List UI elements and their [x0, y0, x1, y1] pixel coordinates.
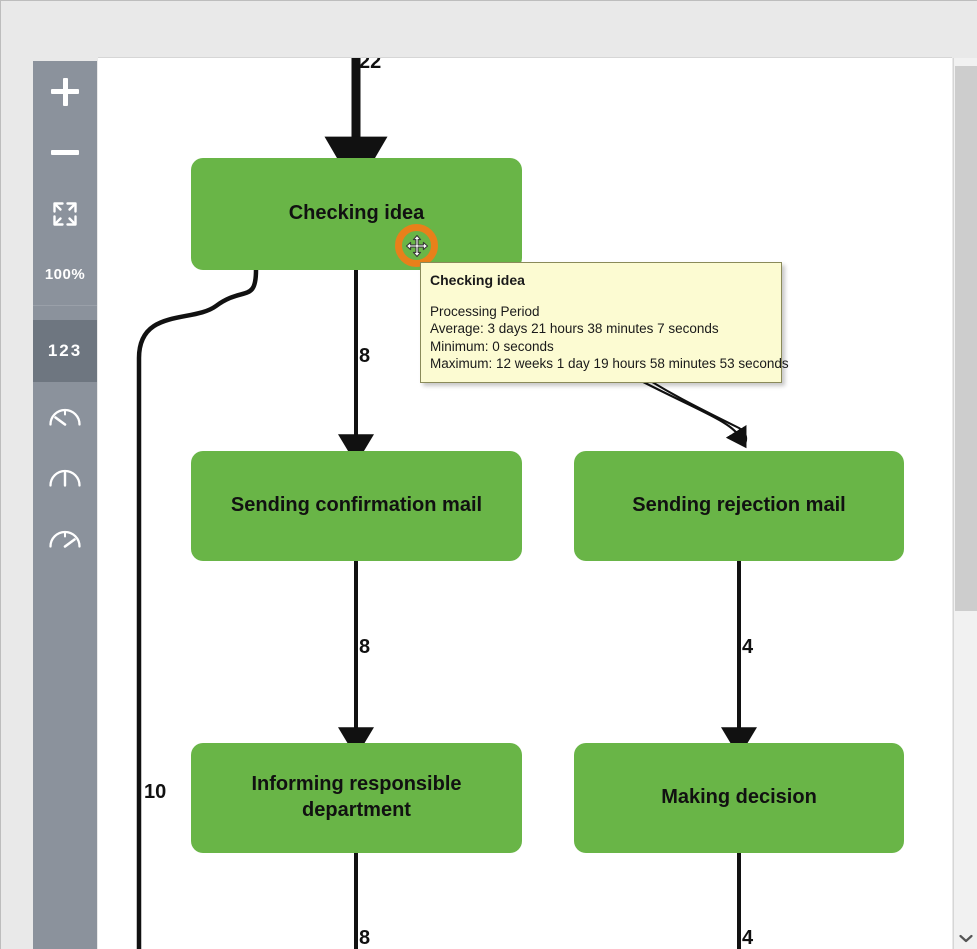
scroll-down-button[interactable] — [954, 926, 977, 949]
expand-icon — [53, 201, 77, 226]
zoom-out-button[interactable] — [33, 122, 97, 183]
node-sending-rejection-mail[interactable]: Sending rejection mail — [574, 451, 904, 561]
edge-label-confirmation-to-informing: 8 — [359, 636, 371, 658]
gauge-mid-icon — [49, 469, 81, 487]
node-making-decision[interactable]: Making decision — [574, 743, 904, 853]
node-sending-confirmation-mail[interactable]: Sending confirmation mail — [191, 451, 522, 561]
node-label: Sending confirmation mail — [230, 494, 483, 517]
node-statistics-tooltip: Checking idea Processing Period Average:… — [420, 262, 789, 383]
node-label: Making decision — [661, 786, 817, 809]
edge-checking-loopback — [136, 269, 259, 949]
edge-label-rejection-to-decision: 4 — [742, 636, 754, 658]
edge-label-decision-out: 4 — [742, 927, 754, 949]
edge-label-checking-to-confirmation: 8 — [359, 345, 371, 367]
show-maximum-button[interactable] — [33, 507, 97, 568]
plus-icon — [51, 77, 79, 106]
move-cursor-icon — [405, 234, 428, 257]
node-label: Sending rejection mail — [632, 494, 846, 517]
canvas-vertical-scrollbar[interactable] — [953, 58, 977, 949]
edge-label-informing-out: 8 — [359, 927, 371, 949]
fit-to-screen-button[interactable] — [33, 183, 97, 244]
toolbar-divider — [33, 305, 97, 306]
numbers-icon: 123 — [47, 341, 83, 360]
show-minimum-button[interactable] — [33, 385, 97, 446]
zoom-in-button[interactable] — [33, 61, 97, 122]
chevron-down-icon — [959, 934, 973, 942]
node-label: Checking idea — [288, 202, 425, 225]
show-average-button[interactable] — [33, 446, 97, 507]
tooltip-minimum: Minimum: 0 seconds — [430, 338, 554, 354]
tooltip-section-label: Processing Period — [430, 304, 540, 320]
edge-label-checking-to-rework: 10 — [144, 781, 167, 803]
toolbar-spacer — [33, 306, 97, 320]
scrollbar-thumb[interactable] — [955, 66, 977, 611]
node-informing-responsible-department[interactable]: Informing responsible department — [191, 743, 522, 853]
edge-label-in-to-checking: 22 — [359, 58, 382, 73]
node-label: Informing responsible department — [251, 773, 462, 821]
node-checking-idea[interactable]: Checking idea — [191, 158, 522, 270]
zoom-level-label: 100% — [44, 266, 86, 283]
node-drag-handle[interactable] — [395, 224, 438, 267]
minus-icon — [51, 139, 79, 167]
tooltip-maximum: Maximum: 12 weeks 1 day 19 hours 58 minu… — [430, 356, 789, 372]
show-counts-button[interactable]: 123 — [33, 320, 97, 382]
gauge-low-icon — [49, 408, 81, 426]
diagram-toolbar: 100% 123 — [33, 61, 97, 949]
tooltip-average: Average: 3 days 21 hours 38 minutes 7 se… — [430, 321, 719, 337]
canvas-top-border — [98, 57, 952, 58]
zoom-level-button[interactable]: 100% — [33, 244, 97, 305]
process-diagram-canvas[interactable]: Checking idea Sending confirmation mail … — [98, 58, 952, 949]
gauge-high-icon — [49, 530, 81, 548]
tooltip-title: Checking idea — [430, 272, 525, 288]
